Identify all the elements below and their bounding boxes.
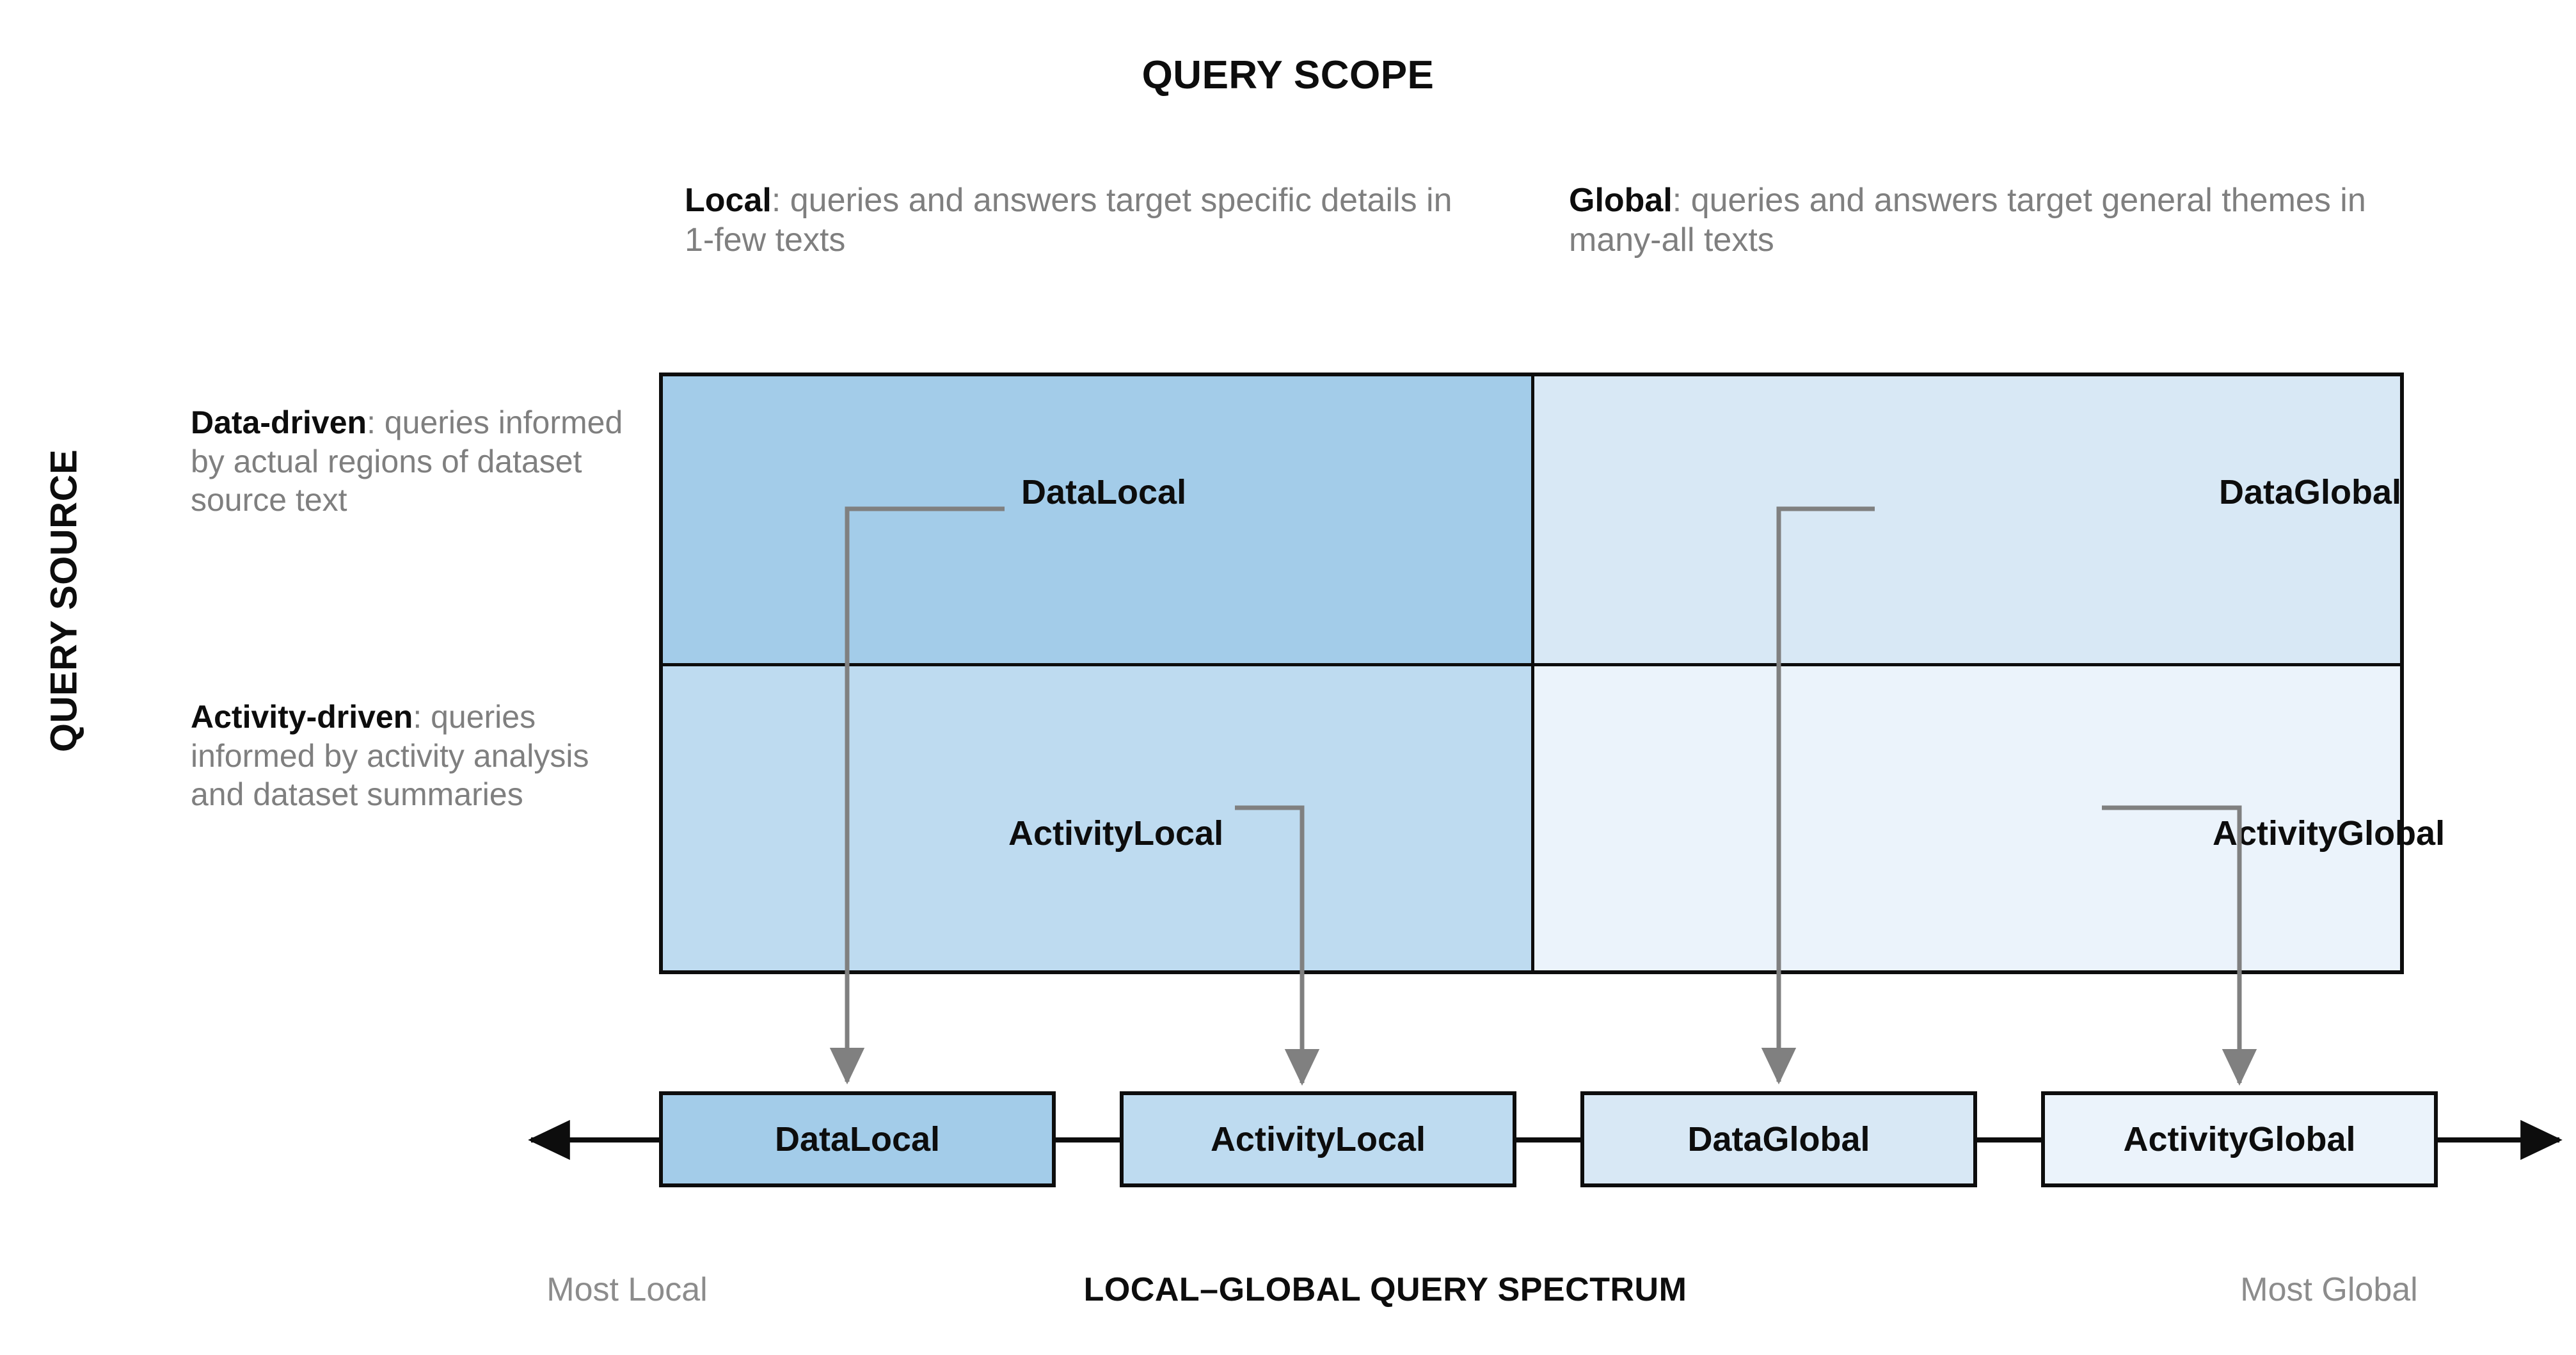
matrix-cell-activityglobal-label: ActivityGlobal bbox=[2213, 814, 2445, 853]
row-header-activity-driven-name: Activity-driven bbox=[191, 699, 413, 735]
column-header-local: Local: queries and answers target specif… bbox=[685, 180, 1484, 261]
spectrum-left-end-label: Most Local bbox=[546, 1271, 708, 1308]
query-matrix: DataLocal DataGlobal ActivityLocal Activ… bbox=[659, 373, 2445, 974]
row-header-activity-driven-desc: : queries informed by activity analysis … bbox=[191, 699, 589, 812]
matrix-cell-datalocal[interactable]: DataLocal bbox=[663, 376, 1534, 666]
row-header-data-driven-desc: : queries informed by actual regions of … bbox=[191, 405, 623, 518]
column-header-global-name: Global bbox=[1569, 182, 1673, 219]
axis-title-query-source: QUERY SOURCE bbox=[43, 449, 85, 753]
matrix-cell-dataglobal-label: DataGlobal bbox=[2219, 473, 2402, 511]
column-header-local-name: Local bbox=[685, 182, 772, 219]
spectrum-right-end-label: Most Global bbox=[2240, 1271, 2418, 1308]
matrix-cell-datalocal-label: DataLocal bbox=[1021, 473, 1187, 511]
matrix-cell-activitylocal[interactable]: ActivityLocal bbox=[663, 666, 1534, 970]
spectrum-box-dataglobal[interactable]: DataGlobal bbox=[1580, 1091, 1977, 1187]
matrix-cell-dataglobal[interactable]: DataGlobal bbox=[1534, 376, 2402, 666]
column-header-local-desc: : queries and answers target specific de… bbox=[685, 182, 1452, 259]
column-header-global-desc: : queries and answers target general the… bbox=[1569, 182, 2366, 259]
row-header-data-driven-name: Data-driven bbox=[191, 405, 367, 440]
matrix-cell-activityglobal[interactable]: ActivityGlobal bbox=[1534, 666, 2445, 970]
row-header-activity-driven: Activity-driven: queries informed by act… bbox=[191, 698, 639, 814]
row-header-data-driven: Data-driven: queries informed by actual … bbox=[191, 403, 639, 520]
matrix-cell-activitylocal-label: ActivityLocal bbox=[1008, 814, 1224, 853]
spectrum-box-activityglobal[interactable]: ActivityGlobal bbox=[2041, 1091, 2438, 1187]
column-header-global: Global: queries and answers target gener… bbox=[1569, 180, 2401, 261]
page-title: QUERY SCOPE bbox=[1141, 53, 1435, 97]
spectrum-box-datalocal[interactable]: DataLocal bbox=[659, 1091, 1056, 1187]
spectrum-caption: LOCAL–GLOBAL QUERY SPECTRUM bbox=[1083, 1271, 1687, 1308]
spectrum-box-activitylocal[interactable]: ActivityLocal bbox=[1120, 1091, 1516, 1187]
